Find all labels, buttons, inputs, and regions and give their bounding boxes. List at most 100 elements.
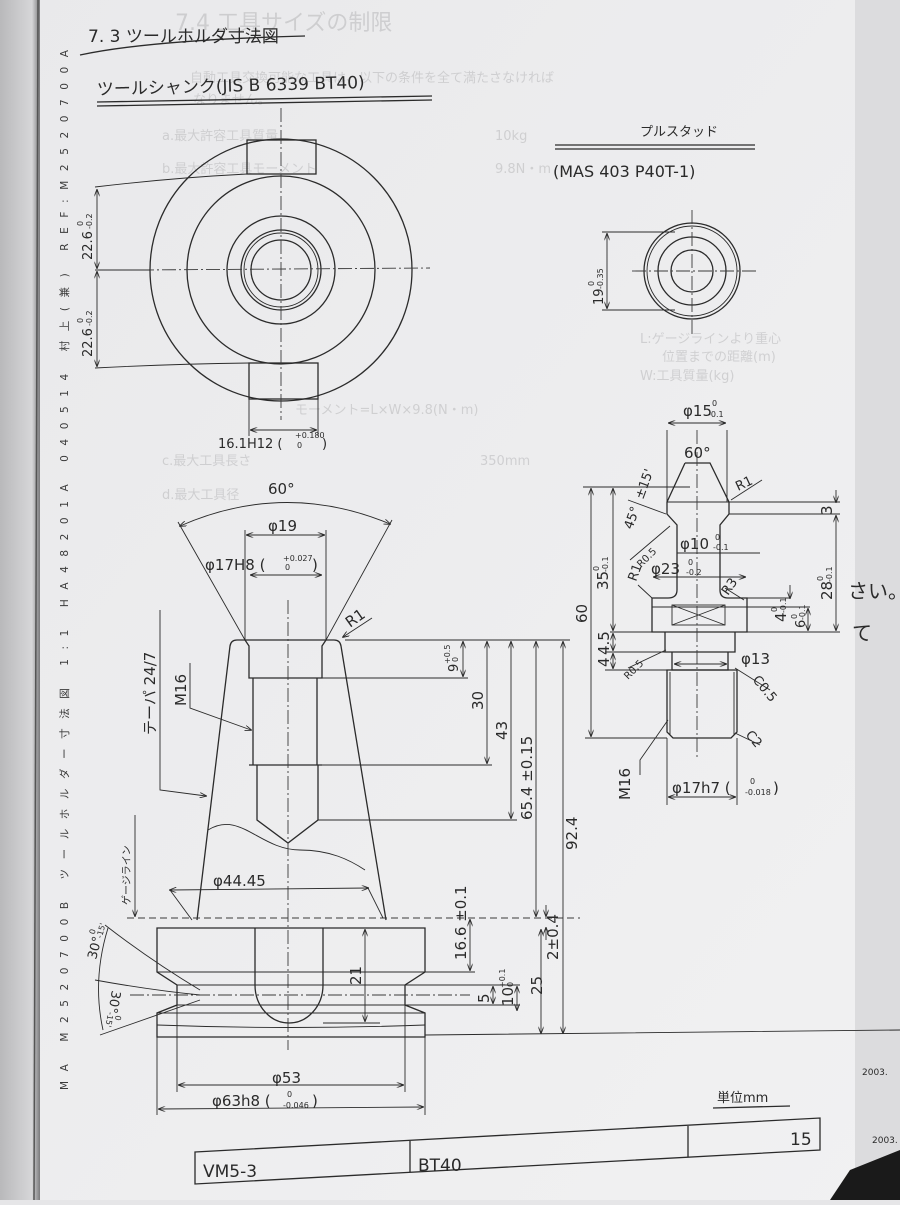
dim-length-2: 2±0.4 bbox=[544, 914, 562, 960]
dim-tol-lower: 0 bbox=[451, 657, 460, 662]
label-cone-angle: 60° bbox=[268, 480, 295, 498]
dim-tol-lower: -0.1 bbox=[779, 597, 788, 613]
unit-label: 単位mm bbox=[717, 1090, 768, 1106]
shank-side-view bbox=[94, 502, 900, 1115]
dim-stud-pilot-dia: φ17h7 ( 0 -0.018 ) bbox=[672, 777, 779, 797]
dim-tol-lower: 0 bbox=[506, 982, 515, 987]
title-block-model: VM5-3 bbox=[203, 1162, 257, 1182]
show-through-text: 7.4 工具サイズの制限 自動工具交換可能な工具は、以下の条件を全て満たさなけれ… bbox=[162, 11, 781, 503]
dim-value: 30° bbox=[85, 935, 105, 961]
dim-stud-neck-dia: φ10 0 -0.1 bbox=[680, 533, 729, 553]
page-number: 15 bbox=[790, 1130, 812, 1150]
dim-tol-upper: 0 bbox=[715, 533, 720, 542]
dim-length-16-6: 16.6 ±0.1 bbox=[452, 885, 470, 960]
dim-tol-upper: 0 bbox=[790, 614, 799, 619]
dim-tol-upper: +0.027 bbox=[283, 554, 313, 563]
dim-value: 4 bbox=[772, 612, 790, 622]
dim-tol-lower: -15' bbox=[104, 1011, 116, 1028]
pull-stud-title-underline bbox=[555, 144, 755, 150]
ghost-text: 10kg bbox=[495, 129, 527, 144]
label-stud-cone-angle: 60° bbox=[684, 444, 711, 462]
dim-tol-lower: -0.1 bbox=[601, 556, 610, 572]
adjacent-page-text: 2003. bbox=[872, 1136, 898, 1146]
unit-underline bbox=[712, 1105, 791, 1109]
dim-value: 6 bbox=[794, 620, 809, 628]
dim-length-10: 10 +0.1 0 bbox=[498, 969, 517, 1006]
section-title: 7. 3 ツールホルダ寸法図 bbox=[88, 27, 279, 47]
ghost-text: 自動工具交換可能な工具は、以下の条件を全て満たさなければ bbox=[190, 70, 554, 86]
dim-value: 16.1H12 ( bbox=[218, 437, 282, 452]
dim-length-5: 5 bbox=[475, 993, 493, 1003]
ghost-text: 9.8N・m bbox=[495, 162, 551, 177]
dim-length-21: 21 bbox=[347, 966, 365, 985]
dim-stud-4: 4 bbox=[595, 657, 613, 667]
adjacent-page-text: さい。 bbox=[848, 579, 900, 603]
label-relief-dia: φ13 bbox=[741, 650, 770, 668]
margin-drawing-code: MA M2520700B ツールホルダー寸法図 1:1 HA48201A 040… bbox=[58, 49, 71, 1090]
dim-value: φ17H8 ( bbox=[205, 556, 265, 574]
label-flange-radius-left: R1 bbox=[626, 562, 646, 583]
label-groove-dia: φ53 bbox=[272, 1069, 301, 1087]
dim-22-6-upper: 22.6 0 -0.2 bbox=[76, 213, 96, 260]
dim-tol-lower: -0.2 bbox=[85, 310, 94, 326]
dim-tol-upper: 0 bbox=[76, 221, 85, 226]
dim-value: 22.6 bbox=[81, 231, 96, 260]
dim-stud-flange-dia: φ23 0 -0.2 bbox=[651, 558, 702, 578]
dim-tol-lower: -0.35 bbox=[596, 268, 605, 289]
section-title-underline bbox=[79, 35, 306, 56]
dim-value: 9 bbox=[447, 664, 462, 672]
label-angle: 45° bbox=[622, 505, 644, 532]
dim-value: 22.6 bbox=[81, 328, 96, 357]
dim-tol-lower: -0.046 bbox=[283, 1101, 309, 1110]
label-fit-dia: φ17H8 ( +0.027 0 ) bbox=[205, 554, 318, 574]
dim-value: φ17h7 ( bbox=[672, 779, 731, 797]
label-outer-dia: φ63h8 ( 0 -0.046 ) bbox=[212, 1090, 318, 1110]
pull-stud-title: プルスタッド bbox=[640, 125, 718, 140]
label-gauge-line: ゲージライン bbox=[121, 845, 133, 905]
ghost-text: モーメント=L×W×9.8(N・m) bbox=[295, 403, 478, 418]
dim-depth-30: 30 bbox=[469, 691, 487, 710]
ghost-text: W:工具質量(kg) bbox=[640, 369, 734, 384]
dim-close: ) bbox=[322, 437, 327, 452]
ghost-text: d.最大工具径 bbox=[162, 488, 239, 503]
title-block-spec: BT40 bbox=[418, 1156, 462, 1176]
dim-tol-lower: -0.1 bbox=[713, 543, 729, 552]
dim-stud-28: 28 0 -0.1 bbox=[816, 566, 836, 600]
dim-22-6-lower: 22.6 0 -0.2 bbox=[76, 310, 96, 357]
dim-tol-lower: 0 bbox=[297, 441, 302, 450]
dim-tol-lower: -15' bbox=[95, 922, 108, 939]
dim-stud-6: 6 0 -0.1 bbox=[790, 604, 809, 628]
dim-tol-upper: 0 bbox=[287, 1090, 292, 1099]
dim-length-92-4: 92.4 bbox=[563, 817, 581, 850]
ghost-text: c.最大工具長さ bbox=[162, 454, 251, 469]
dim-tol-lower: -0.1 bbox=[825, 566, 834, 582]
pull-stud-standard: (MAS 403 P40T-1) bbox=[553, 162, 695, 181]
dim-tol-lower: 0 bbox=[285, 563, 290, 572]
dim-tol-upper: 0 bbox=[587, 281, 596, 286]
binding-shadow bbox=[0, 0, 40, 1200]
page-edge bbox=[33, 0, 39, 1201]
dark-corner bbox=[830, 1150, 900, 1200]
dim-tol-upper: 0 bbox=[88, 928, 98, 935]
dim-tol-lower: -0.1 bbox=[708, 410, 724, 419]
label-taper: テーパ 24/7 bbox=[141, 652, 159, 735]
dim-stud-19: 19 0 -0.35 bbox=[587, 268, 607, 305]
dim-tol-lower: -0.2 bbox=[686, 568, 702, 577]
dim-value: φ63h8 ( bbox=[212, 1092, 271, 1110]
dim-value: φ15 bbox=[683, 402, 712, 420]
dim-tol-upper: 0 bbox=[816, 576, 825, 581]
label-stud-head-radius: R1 bbox=[733, 474, 755, 495]
adjacent-page-text: 2003. bbox=[862, 1068, 888, 1078]
dim-value: φ10 bbox=[680, 535, 709, 553]
dim-stud-60: 60 bbox=[573, 604, 591, 623]
shank-front-view bbox=[95, 108, 431, 436]
dim-depth-9: 9 +0.5 0 bbox=[443, 645, 462, 672]
dim-groove-angle-1: 30° 0 -15' bbox=[85, 922, 108, 961]
dim-close: ) bbox=[773, 779, 779, 797]
adjacent-page-text: て bbox=[852, 621, 872, 645]
dim-value: φ23 bbox=[651, 560, 680, 578]
ghost-text: 位置までの距離(m) bbox=[662, 350, 776, 365]
